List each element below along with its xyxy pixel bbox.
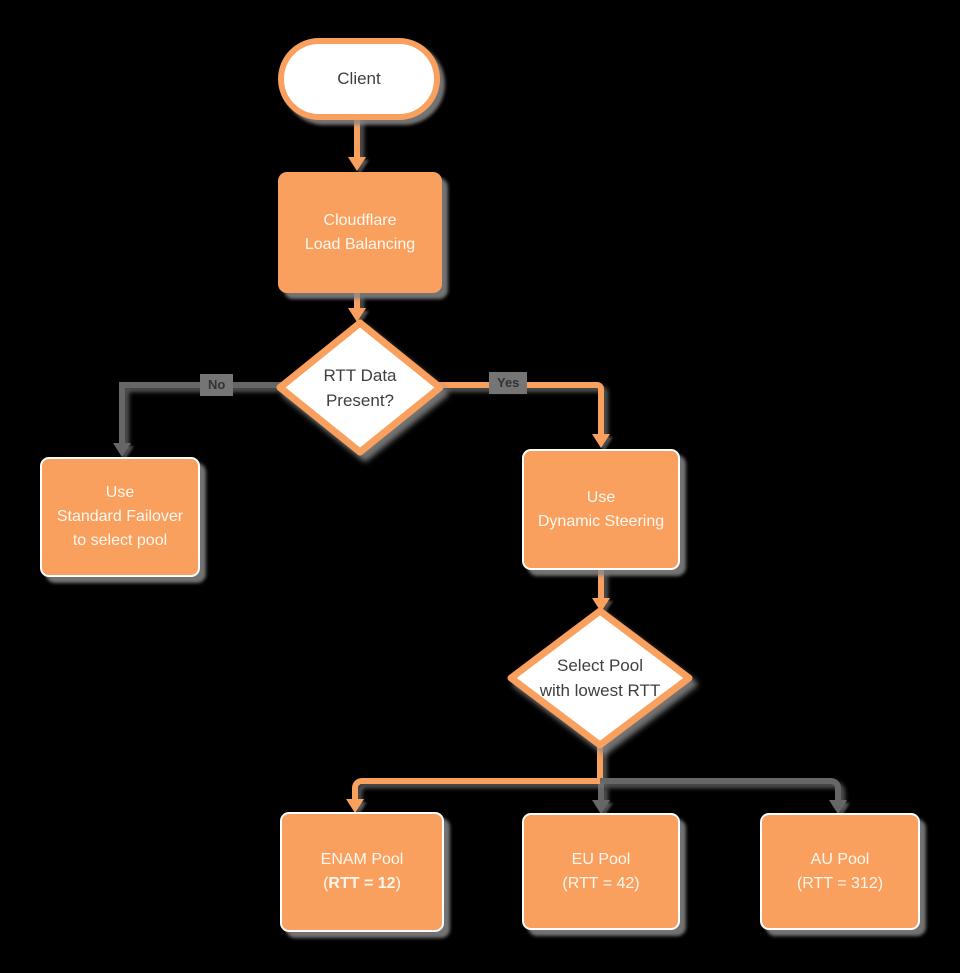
au-pool-rtt: (RTT = 312) — [796, 874, 884, 892]
arrowhead-into-rtt-decision-icon — [348, 308, 366, 322]
dynamic-steering-node: Use Dynamic Steering — [522, 449, 680, 570]
arrowhead-into-pool-decision-icon — [592, 598, 610, 612]
rtt-decision-line2: Present? — [325, 390, 395, 410]
arrowhead-into-au-pool-icon — [829, 800, 847, 814]
enam-pool-name: ENAM Pool — [320, 851, 404, 868]
edge-label-no: No — [200, 374, 234, 396]
eu-pool-rtt: (RTT = 42) — [562, 874, 640, 892]
rtt-decision-line1: RTT Data — [323, 365, 397, 385]
dynamic-steering-line1: Use — [586, 488, 616, 506]
au-pool-node: AU Pool (RTT = 312) — [760, 813, 920, 930]
edge-label-yes: Yes — [489, 372, 528, 394]
edge-steering-to-pool-decision — [598, 570, 604, 600]
standard-failover-node: Use Standard Failover to select pool — [40, 457, 200, 577]
arrowhead-into-steering-icon — [592, 434, 610, 448]
standard-failover-line3: to select pool — [72, 532, 168, 549]
dynamic-steering-line2: Dynamic Steering — [537, 512, 665, 530]
edge-pool-decision-stem — [597, 742, 603, 782]
standard-failover-line2: Standard Failover — [56, 508, 184, 525]
arrowhead-into-enam-pool-icon — [346, 799, 364, 813]
arrowhead-into-failover-icon — [113, 443, 131, 457]
standard-failover-line1: Use — [105, 484, 135, 501]
rtt-decision-text: RTT Data Present? — [276, 319, 444, 456]
arrowhead-into-lb-icon — [348, 157, 366, 171]
edge-to-enam-pool-selected — [352, 778, 600, 804]
pool-decision-line1: Select Pool — [557, 656, 643, 675]
pool-decision-diamond — [507, 607, 693, 749]
pool-decision-line2: with lowest RTT — [539, 681, 661, 700]
au-pool-name: AU Pool — [810, 850, 870, 868]
load-balancer-line1: Cloudflare — [323, 211, 397, 229]
edge-to-au-pool — [600, 778, 841, 804]
load-balancer-line2: Load Balancing — [304, 235, 416, 253]
pool-decision-text: Select Pool with lowest RTT — [507, 607, 693, 749]
eu-pool-node: EU Pool (RTT = 42) — [522, 813, 680, 930]
client-label: Client — [337, 69, 381, 88]
eu-pool-name: EU Pool — [571, 850, 631, 868]
edge-lb-to-rtt-decision — [354, 293, 360, 309]
load-balancer-node: Cloudflare Load Balancing — [278, 172, 442, 293]
rtt-decision-diamond — [276, 319, 444, 456]
enam-pool-rtt: (RTT = 12) — [323, 875, 401, 892]
enam-pool-node: ENAM Pool (RTT = 12) — [280, 812, 444, 932]
edge-client-to-lb — [354, 114, 360, 160]
edge-to-eu-pool — [598, 784, 604, 802]
client-node: Client — [278, 38, 440, 120]
